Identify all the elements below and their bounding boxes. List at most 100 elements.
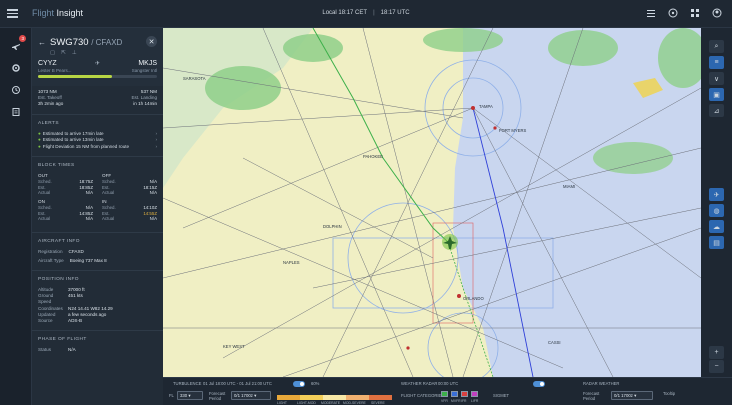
brand-prefix: Flight: [32, 8, 55, 18]
forecast2-label: Forecast Period: [583, 391, 600, 401]
altitude-label: Altitude: [38, 286, 54, 292]
turbulence-label: TURBULENCE: [173, 381, 202, 386]
map-label-key-west: KEY WEST: [223, 344, 245, 349]
block-head: OFF: [102, 173, 112, 179]
turbulence-toggle[interactable]: [293, 381, 305, 387]
alert-item[interactable]: ●Estimated to arrive 13min late›: [38, 137, 157, 144]
alert-item[interactable]: ●Estimated to arrive 17min late›: [38, 131, 157, 138]
airspace-ring: [424, 59, 522, 157]
destination-code: MKJS: [138, 60, 157, 67]
row-value: N/A: [149, 216, 157, 222]
aircraft-type-value: Boeing 737 Max 8: [69, 257, 107, 263]
flight-cat-item: IFR: [461, 399, 467, 403]
flight-cat-item: MVFR: [451, 399, 461, 403]
position-title: POSITION INFO: [38, 276, 79, 282]
weather-cell: [593, 142, 673, 174]
alert-dot-icon: ●: [38, 143, 41, 149]
flight-subicons: ▢ ⇱ ⊥: [50, 50, 77, 56]
filter-icon[interactable]: ∨: [709, 72, 724, 85]
forecast2-select[interactable]: 0/1 1700z ▾: [611, 391, 653, 400]
forecast2-value: 0/1 1700z: [614, 393, 633, 398]
opacity-value: 60%: [311, 381, 320, 386]
row-label: Est.: [102, 184, 110, 190]
airports: [406, 106, 497, 350]
settings-icon[interactable]: [8, 60, 24, 76]
radar-toggle[interactable]: [533, 381, 545, 387]
aircraft-marker-icon[interactable]: [443, 236, 457, 249]
cloud-layer-icon[interactable]: ☁: [709, 220, 724, 233]
copy-icon[interactable]: ▢: [50, 50, 56, 56]
apps-icon[interactable]: [690, 8, 700, 18]
row-label: Sched.: [38, 179, 52, 185]
forecast-select[interactable]: 0/1 1700z ▾: [231, 391, 271, 400]
row-label: Actual: [38, 189, 51, 195]
radar-layer-icon[interactable]: ◍: [709, 204, 724, 217]
sigmet-label: SIGMET: [493, 393, 510, 398]
alert-item[interactable]: ●Flight Deviation 15 NM from planned rou…: [38, 144, 157, 151]
grid-icon[interactable]: [646, 8, 656, 18]
flights-icon[interactable]: 3: [8, 35, 26, 54]
zoom-search-icon[interactable]: ⌕: [709, 40, 724, 53]
alerts-section: ALERTS ●Estimated to arrive 17min late› …: [32, 113, 163, 151]
updated-label: Updated: [38, 311, 56, 317]
reports-icon[interactable]: [8, 104, 24, 120]
alert-text: Estimated to arrive 17min late: [42, 130, 104, 136]
row-value: 18:15Z: [143, 184, 157, 190]
forecast-value: 0/1 1700z: [234, 393, 253, 398]
coordinates-label: Coordinates: [38, 305, 63, 311]
legend-item: LIGHT: [277, 401, 287, 405]
measure-icon[interactable]: ⊿: [709, 104, 724, 117]
turbulence-range: 01 Jul 18:00 UTC - 01 Jul 21:00 UTC: [203, 381, 272, 386]
airspace-ring: [442, 77, 504, 139]
weather-cell: [205, 66, 281, 110]
vfr-swatch: [441, 391, 448, 397]
airplane-icon: ✈: [94, 61, 101, 67]
flight-layer-icon[interactable]: ✈: [709, 188, 724, 201]
row-label: Actual: [102, 189, 115, 195]
share-icon[interactable]: ⇱: [61, 50, 66, 56]
zoom-in-icon[interactable]: +: [709, 346, 724, 359]
clock: Local 18:17 CET|18:17 UTC: [322, 10, 410, 16]
back-arrow-icon[interactable]: ←: [38, 38, 46, 47]
row-label: Est.: [38, 210, 46, 216]
brand-name: Insight: [56, 8, 84, 18]
flight-cat-item: VFR: [441, 399, 448, 403]
fl-value: 330: [180, 393, 188, 398]
row-value-late: 14:55Z: [143, 210, 157, 216]
aviation-map[interactable]: TAMPA FORT MYERS SARASOTA ORLANDO NAPLES…: [163, 28, 701, 377]
chevron-right-icon: ›: [155, 130, 157, 136]
layers-icon[interactable]: ≡: [709, 56, 724, 69]
fl-select[interactable]: 330 ▾: [177, 391, 203, 400]
history-icon[interactable]: [8, 82, 24, 98]
zoom-out-icon[interactable]: −: [709, 360, 724, 373]
map-canvas[interactable]: TAMPA FORT MYERS SARASOTA ORLANDO NAPLES…: [163, 28, 701, 377]
fl-label: FL: [169, 393, 174, 398]
track-icon[interactable]: ⊥: [71, 50, 77, 56]
row-value: 14:10Z: [143, 205, 157, 211]
origin-code: CYYZ: [38, 60, 57, 67]
ifr-swatch: [461, 391, 468, 397]
aircraft-type-label: Aircraft Type: [38, 257, 64, 263]
close-icon[interactable]: ✕: [146, 36, 157, 47]
map-label-pahokee: PAHOKEE: [363, 154, 383, 159]
distance-remaining: 537 NM: [140, 89, 157, 94]
app-brand: Flight Insight: [32, 8, 83, 18]
radar-label: WEATHER RADAR: [401, 381, 438, 386]
chart-layer-icon[interactable]: ▤: [709, 236, 724, 249]
flight-progress-fill: [38, 75, 112, 78]
notification-badge: 3: [19, 35, 26, 42]
user-icon[interactable]: [712, 8, 722, 18]
weather-icon[interactable]: ▣: [709, 88, 724, 101]
menu-icon[interactable]: [7, 9, 18, 18]
legend-item: MOD-SEVERE: [343, 401, 366, 405]
flight-progress-bar: [38, 75, 157, 78]
block-head: IN: [102, 199, 107, 205]
help-icon[interactable]: [668, 8, 678, 18]
alert-text: Flight Deviation 15 NM from planned rout…: [42, 143, 130, 149]
landing-label: Est. Landing: [131, 95, 157, 101]
